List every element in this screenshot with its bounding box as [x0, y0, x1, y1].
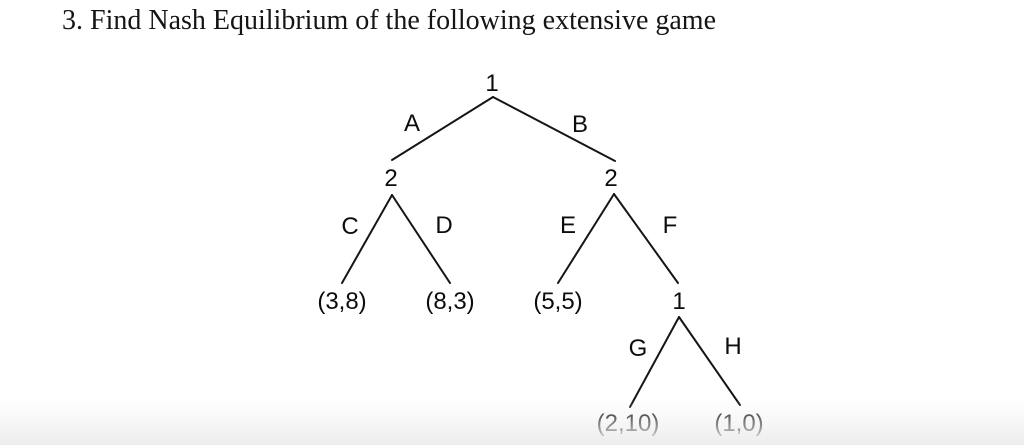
payoff-after-d: (8,3): [425, 288, 475, 315]
payoff-after-g: (2,10): [596, 410, 660, 437]
action-h-label: H: [724, 333, 742, 360]
node-after-a-player-label: 2: [384, 165, 398, 192]
action-b-label: B: [571, 111, 589, 138]
action-c-label: C: [341, 213, 359, 240]
edge-f-line: [613, 193, 679, 284]
edge-b-line: [492, 96, 616, 162]
action-f-label: F: [662, 212, 678, 239]
page-title: 3. Find Nash Equilibrium of the followin…: [62, 5, 717, 36]
action-a-label: A: [403, 110, 421, 137]
edge-e-line: [557, 193, 615, 284]
payoff-after-h: (1,0): [714, 410, 764, 437]
payoff-after-e: (5,5): [533, 288, 583, 315]
edge-a-line: [391, 96, 494, 161]
edge-c-line: [341, 194, 393, 284]
payoff-after-c: (3,8): [317, 288, 367, 315]
node-root-player-label: 1: [485, 70, 499, 97]
action-e-label: E: [559, 212, 577, 239]
action-g-label: G: [628, 335, 648, 362]
node-after-f-player-label: 1: [672, 288, 686, 315]
edge-h-line: [678, 316, 741, 406]
edge-d-line: [391, 194, 451, 284]
action-d-label: D: [435, 212, 453, 239]
node-after-b-player-label: 2: [604, 165, 618, 192]
edge-g-line: [629, 316, 680, 408]
